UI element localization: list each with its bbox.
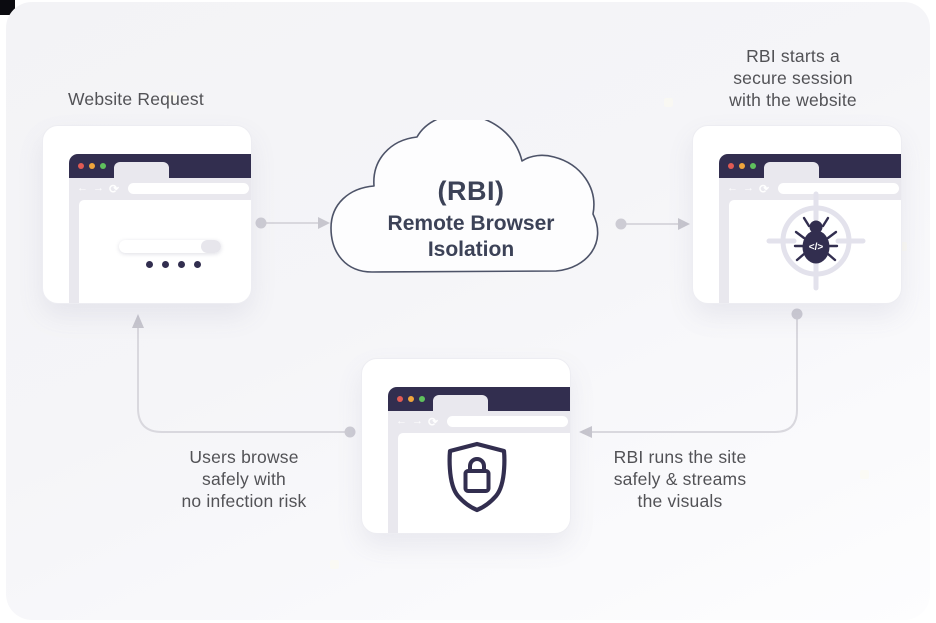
back-icon: ← bbox=[396, 415, 407, 427]
caption-line: no infection risk bbox=[181, 491, 307, 511]
cloud-subtitle: Remote Browser Isolation bbox=[356, 211, 586, 263]
lock-icon bbox=[463, 457, 491, 493]
browser-chrome: ← → ⟳ bbox=[69, 154, 251, 303]
traffic-lights bbox=[728, 163, 756, 169]
traffic-red-icon bbox=[78, 163, 84, 169]
browser-titlebar bbox=[388, 387, 570, 411]
browser-tab bbox=[114, 162, 169, 178]
loading-dots bbox=[146, 261, 201, 268]
browser-content bbox=[398, 433, 570, 533]
progress-remainder bbox=[201, 240, 221, 253]
refresh-icon: ⟳ bbox=[109, 181, 120, 196]
decor-square bbox=[664, 98, 673, 107]
traffic-green-icon bbox=[750, 163, 756, 169]
loading-dot bbox=[194, 261, 201, 268]
traffic-red-icon bbox=[728, 163, 734, 169]
browser-content: </> bbox=[729, 191, 901, 303]
forward-icon: → bbox=[412, 415, 423, 427]
browser-chrome: ← → ⟳ bbox=[388, 387, 570, 533]
caption-line: RBI starts a bbox=[746, 46, 840, 66]
caption-secure-session: RBI starts a secure session with the web… bbox=[688, 45, 898, 111]
back-icon: ← bbox=[77, 182, 88, 194]
loading-dot bbox=[178, 261, 185, 268]
cloud-label: (RBI) Remote Browser Isolation bbox=[356, 176, 586, 263]
loading-dot bbox=[146, 261, 153, 268]
traffic-amber-icon bbox=[89, 163, 95, 169]
shield-lock-icon bbox=[447, 441, 507, 513]
caption-rbi-runs: RBI runs the site safely & streams the v… bbox=[575, 446, 785, 512]
url-bar bbox=[778, 183, 899, 194]
caption-line: Users browse bbox=[189, 447, 299, 467]
refresh-icon: ⟳ bbox=[428, 414, 439, 429]
cloud-subtitle-line2: Isolation bbox=[427, 238, 515, 261]
browser-tab bbox=[764, 162, 819, 178]
browser-navbar: ← → ⟳ bbox=[69, 178, 251, 199]
traffic-lights bbox=[78, 163, 106, 169]
browser-titlebar bbox=[719, 154, 901, 178]
loading-dot bbox=[162, 261, 169, 268]
browser-navbar: ← → ⟳ bbox=[719, 178, 901, 199]
forward-icon: → bbox=[93, 182, 104, 194]
cloud-title: (RBI) bbox=[437, 176, 505, 206]
caption-line: RBI runs the site bbox=[613, 447, 747, 467]
forward-icon: → bbox=[743, 182, 754, 194]
decor-square bbox=[860, 470, 869, 479]
traffic-amber-icon bbox=[408, 396, 414, 402]
traffic-red-icon bbox=[397, 396, 403, 402]
decor-square bbox=[330, 560, 339, 569]
traffic-green-icon bbox=[419, 396, 425, 402]
decor-square bbox=[898, 242, 907, 251]
browser-content bbox=[79, 200, 251, 303]
browser-card-secure-session: ← → ⟳ bbox=[692, 125, 902, 304]
caption-line: the visuals bbox=[637, 491, 723, 511]
refresh-icon: ⟳ bbox=[759, 181, 770, 196]
bug-icon: </> bbox=[793, 216, 839, 264]
traffic-lights bbox=[397, 396, 425, 402]
caption-line: safely & streams bbox=[613, 469, 747, 489]
cloud-subtitle-line1: Remote Browser bbox=[387, 212, 555, 235]
caption-line: with the website bbox=[729, 90, 857, 110]
browser-card-safe-stream: ← → ⟳ bbox=[361, 358, 571, 534]
bug-code-glyph: </> bbox=[809, 242, 824, 253]
browser-titlebar bbox=[69, 154, 251, 178]
url-bar bbox=[447, 416, 568, 427]
traffic-amber-icon bbox=[739, 163, 745, 169]
loading-progress-bar bbox=[119, 240, 221, 253]
traffic-green-icon bbox=[100, 163, 106, 169]
malware-target-icon: </> bbox=[766, 191, 866, 291]
decor-square bbox=[168, 92, 177, 101]
url-bar bbox=[128, 183, 249, 194]
caption-line: safely with bbox=[202, 469, 286, 489]
caption-line: secure session bbox=[733, 68, 853, 88]
browser-card-request: ← → ⟳ bbox=[42, 125, 252, 304]
caption-website-request: Website Request bbox=[68, 89, 204, 109]
browser-navbar: ← → ⟳ bbox=[388, 411, 570, 432]
browser-chrome: ← → ⟳ bbox=[719, 154, 901, 303]
browser-tab bbox=[433, 395, 488, 411]
caption-users-browse: Users browse safely with no infection ri… bbox=[139, 446, 349, 512]
back-icon: ← bbox=[727, 182, 738, 194]
